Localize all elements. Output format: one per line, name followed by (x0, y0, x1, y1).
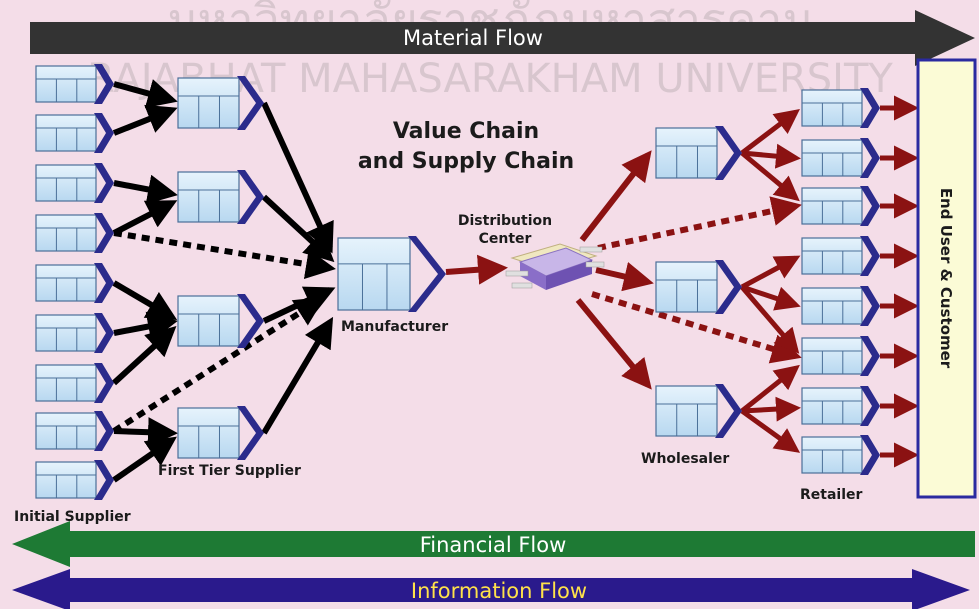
supply-arrow (111, 325, 177, 386)
initial-supplier-box (35, 163, 114, 203)
wholesale-arrow (740, 108, 800, 155)
first-tier-supplier-label: First Tier Supplier (158, 463, 301, 479)
first-tier-supplier-box (177, 170, 264, 224)
entity-boxes (35, 64, 880, 500)
initial-supplier-box (35, 363, 114, 403)
material-flow-arrow: Material Flow (30, 10, 975, 66)
wholesale-arrow (740, 364, 800, 413)
information-flow-label: Information Flow (411, 579, 587, 603)
wholesaler-box (655, 384, 742, 438)
initial-supplier-box (35, 411, 114, 451)
distribution-arrow (575, 298, 652, 390)
wholesaler-label: Wholesaler (641, 451, 729, 467)
supply-arrow (262, 286, 336, 324)
wholesale-arrow (740, 285, 800, 354)
financial-flow-arrow: Financial Flow (12, 521, 975, 567)
manufacturer-label: Manufacturer (341, 319, 448, 335)
wholesale-arrow (740, 151, 800, 202)
distribution-center-icon (505, 243, 605, 290)
wholesale-arrow (740, 255, 801, 290)
distribution-arrow (445, 254, 508, 285)
flow-arrows (111, 79, 919, 483)
material-flow-label: Material Flow (403, 26, 543, 50)
retailer-box (801, 435, 880, 475)
initial-supplier-box (35, 263, 114, 303)
wholesaler-box (655, 260, 742, 314)
wholesale-arrow (740, 408, 801, 453)
supply-arrow (261, 194, 335, 263)
retailer-box (801, 336, 880, 376)
supply-arrow (261, 316, 334, 435)
distribution-arrow-dashed (597, 196, 802, 251)
end-user-label: End User & Customer (937, 188, 955, 369)
initial-supplier-box (35, 64, 114, 104)
retailer-label: Retailer (800, 487, 863, 503)
initial-supplier-box (35, 113, 114, 153)
distribution-center-label-2: Center (479, 231, 532, 247)
wholesale-arrow (741, 284, 801, 311)
first-tier-supplier-box (177, 294, 264, 348)
initial-supplier-box (35, 213, 114, 253)
retailer-box (801, 88, 880, 128)
supply-arrow (112, 104, 178, 136)
retailer-box (801, 286, 880, 326)
initial-supplier-label: Initial Supplier (14, 509, 131, 525)
initial-supplier-box (35, 313, 114, 353)
supply-arrow (113, 79, 178, 109)
supply-arrow (112, 280, 178, 321)
supply-arrow (113, 311, 178, 342)
supply-arrow (113, 174, 178, 205)
retailer-box (801, 186, 880, 226)
distribution-center-label-1: Distribution (458, 213, 552, 229)
wholesale-arrow (741, 396, 801, 422)
retailer-box (801, 138, 880, 178)
supply-arrow (112, 200, 178, 236)
initial-supplier-box (35, 460, 114, 500)
first-tier-supplier-box (177, 76, 264, 130)
supply-arrow (112, 436, 177, 483)
distribution-arrow (595, 261, 654, 292)
information-flow-arrow: Information Flow (12, 569, 970, 609)
diagram-title-line1: Value Chain (393, 119, 539, 144)
wholesaler-box (655, 126, 742, 180)
first-tier-supplier-box (177, 406, 264, 460)
supply-arrow (113, 417, 178, 448)
manufacturer-box (337, 236, 446, 312)
supply-arrow-dashed (113, 230, 336, 279)
wholesale-arrow (741, 143, 801, 169)
distribution-arrow-dashed (591, 291, 802, 364)
retailer-box (801, 386, 880, 426)
diagram-title-line2: and Supply Chain (358, 149, 574, 174)
end-user-customer-box: End User & Customer (916, 58, 977, 499)
supply-arrow (261, 101, 334, 254)
supply-arrow-dashed (112, 296, 326, 434)
financial-flow-label: Financial Flow (420, 533, 567, 557)
distribution-arrow (579, 150, 652, 242)
retailer-box (801, 236, 880, 276)
